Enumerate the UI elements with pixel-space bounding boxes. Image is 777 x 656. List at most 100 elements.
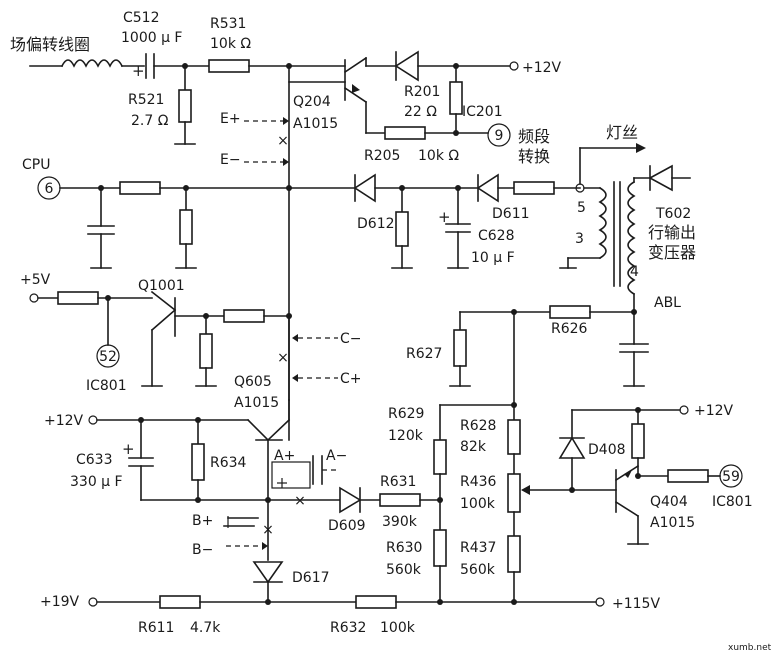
c633-capacitor: + xyxy=(122,419,154,501)
c512-label: C512 xyxy=(123,10,160,26)
svg-text:×: × xyxy=(277,133,289,149)
c628-capacitor: + xyxy=(438,187,471,269)
pin59-circle xyxy=(719,464,743,488)
r634-label: R634 xyxy=(210,455,247,471)
r531-label: R531 xyxy=(210,16,246,32)
c633-label: C633 xyxy=(76,452,113,468)
plus12-right-label: +12V xyxy=(694,403,734,419)
r611-value: 4.7k xyxy=(190,620,221,636)
cpu-line-resistor xyxy=(119,181,161,195)
d617-diode xyxy=(252,561,284,603)
r631-label: R631 xyxy=(380,474,416,490)
c512-value: 1000 μ F xyxy=(121,30,183,46)
t602-transformer xyxy=(559,164,691,313)
r437-value: 560k xyxy=(460,562,496,578)
r628-value: 82k xyxy=(460,439,487,455)
plus12-top-label: +12V xyxy=(522,60,562,76)
r631-value: 390k xyxy=(382,514,418,530)
plus5-terminal xyxy=(29,293,39,303)
r205-resistor xyxy=(384,126,426,140)
d408-label: D408 xyxy=(588,442,626,458)
pin6-label: 6 xyxy=(45,181,54,197)
pin4-label: 4 xyxy=(630,264,639,280)
q204-label: Q204 xyxy=(293,94,331,110)
a-minus-label: A− xyxy=(326,448,347,464)
d609-diode xyxy=(339,486,362,514)
d612-label: D612 xyxy=(357,216,395,232)
svg-text:×: × xyxy=(294,493,306,509)
r630-value: 560k xyxy=(386,562,422,578)
pin9-label: 9 xyxy=(495,128,504,144)
d-top-diode xyxy=(394,50,519,82)
r611-label: R611 xyxy=(138,620,174,636)
a-plus-label: A+ xyxy=(274,448,295,464)
r531-value: 10k Ω xyxy=(210,36,251,52)
a-break-markers: × xyxy=(271,455,340,509)
svg-text:×: × xyxy=(262,522,274,538)
svg-text:×: × xyxy=(277,350,289,366)
c-minus-label: C− xyxy=(340,331,362,347)
q404-label: Q404 xyxy=(650,494,688,510)
pin5-label: 5 xyxy=(577,200,586,216)
band-switch-label-1: 频段 xyxy=(518,127,550,146)
q1001-label: Q1001 xyxy=(138,278,185,294)
plus12-right-terminal xyxy=(679,405,689,415)
r521-label: R521 xyxy=(128,92,164,108)
pin9-circle xyxy=(487,123,511,147)
q404-transistor xyxy=(614,464,649,545)
d611-label: D611 xyxy=(492,206,530,222)
r436-potentiometer xyxy=(507,473,521,513)
band-switch-label-2: 转换 xyxy=(518,147,550,166)
plus19-terminal xyxy=(88,597,98,607)
pin52-circle xyxy=(96,344,120,368)
abl-label: ABL xyxy=(654,295,681,311)
r205-label: R205 xyxy=(364,148,400,164)
watermark: xumb.net xyxy=(728,643,772,653)
cpu-label: CPU xyxy=(22,157,50,173)
q605-type: A1015 xyxy=(234,395,279,411)
svg-text:+: + xyxy=(132,62,145,80)
d612-diode xyxy=(353,173,376,203)
ic801-b-label: IC801 xyxy=(712,494,753,510)
plus12-left-label: +12V xyxy=(44,413,84,429)
yoke-coil xyxy=(60,59,124,68)
b-plus-label: B+ xyxy=(192,513,213,529)
c633-value: 330 μ F xyxy=(70,474,123,490)
r629-value: 120k xyxy=(388,428,424,444)
q404-type: A1015 xyxy=(650,515,695,531)
ic801-a-label: IC801 xyxy=(86,378,127,394)
c628-value: 10 μ F xyxy=(471,250,515,266)
t602-desc-1: 行输出 xyxy=(648,223,696,242)
r436-label: R436 xyxy=(460,474,497,490)
d617-label: D617 xyxy=(292,570,330,586)
yoke-coil-label: 场偏转线圈 xyxy=(10,35,90,54)
r521-value: 2.7 Ω xyxy=(131,113,169,129)
plus12-top-terminal xyxy=(509,61,519,71)
r628-label: R628 xyxy=(460,418,496,434)
plus5-label: +5V xyxy=(20,272,51,288)
pin52-label: 52 xyxy=(99,349,117,365)
d408-diode xyxy=(558,409,586,491)
top-branch: + xyxy=(29,53,346,145)
r201-resistor xyxy=(449,81,463,115)
c-plus-label: C+ xyxy=(340,371,362,387)
ic201-label: IC201 xyxy=(462,104,503,120)
r626-label: R626 xyxy=(551,321,588,337)
r437-label: R437 xyxy=(460,540,496,556)
d609-label: D609 xyxy=(328,518,366,534)
r632-value: 100k xyxy=(380,620,416,636)
r632-label: R632 xyxy=(330,620,366,636)
r531-resistor xyxy=(208,59,250,73)
pin3-label: 3 xyxy=(575,231,584,247)
q605-label: Q605 xyxy=(234,374,272,390)
q204-transistor xyxy=(343,56,397,134)
r201-value: 22 Ω xyxy=(404,104,437,120)
plus115-label: +115V xyxy=(612,596,660,612)
d611-diode xyxy=(476,173,499,203)
b-break-markers: × xyxy=(223,516,274,550)
q204-type: A1015 xyxy=(293,116,338,132)
c512-capacitor: + xyxy=(132,53,155,80)
plus115-terminal xyxy=(595,597,605,607)
svg-text:+: + xyxy=(122,440,135,458)
